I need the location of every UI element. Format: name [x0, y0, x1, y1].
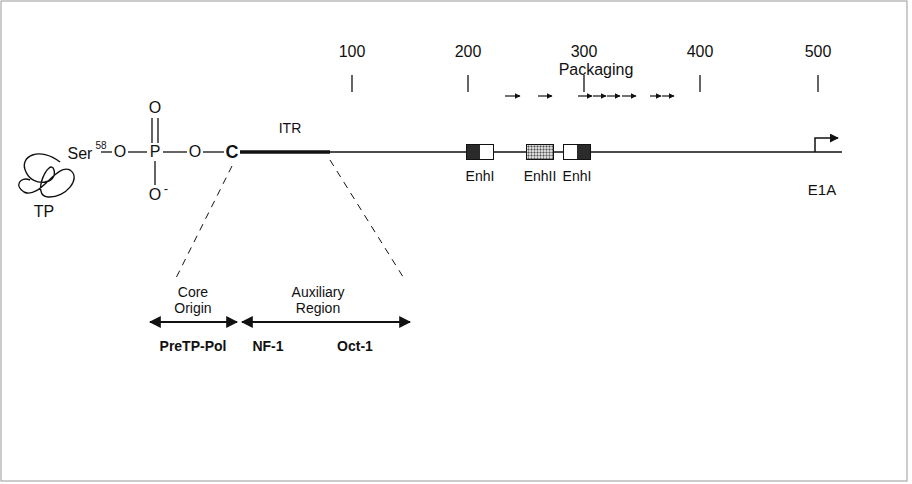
scale-number: 400	[687, 43, 714, 61]
itr-segment	[240, 150, 330, 154]
packaging-arrows	[505, 95, 674, 96]
region-label: Core Origin	[165, 284, 221, 316]
region-label: Packaging	[559, 61, 634, 79]
enhancer-box: EnhII	[522, 144, 559, 184]
enhancer-label: EnhI	[561, 168, 594, 184]
residue-label: Ser	[68, 145, 93, 163]
scale-number: 100	[339, 43, 366, 61]
zoom-lines	[175, 160, 405, 280]
enhancer-box: EnhI	[464, 144, 497, 184]
scale-number: 300	[571, 43, 598, 61]
promoter-arrow	[815, 138, 838, 152]
gene-label: E1A	[808, 181, 836, 198]
atom-label: O	[149, 186, 161, 204]
scale-number: 200	[455, 43, 482, 61]
enhancer-box: EnhI	[561, 144, 594, 184]
enhancer-label: EnhI	[464, 168, 497, 184]
atom-label: P	[150, 143, 161, 161]
region-arrows	[150, 321, 410, 323]
enhancer-element	[466, 144, 494, 160]
enhancer-element	[563, 144, 591, 160]
charge-sign: -	[164, 182, 168, 197]
atom-label: O	[114, 143, 126, 161]
residue-number: 58	[95, 140, 106, 152]
protein-label: TP	[34, 203, 54, 221]
phosphodiester-bonds	[101, 118, 224, 185]
factor-label: Oct-1	[337, 338, 373, 354]
scale-number: 500	[805, 43, 832, 61]
atom-label: O	[149, 99, 161, 117]
region-label: ITR	[279, 120, 302, 136]
terminal-protein	[19, 154, 74, 197]
atom-label: O	[189, 143, 201, 161]
factor-label: PreTP-Pol	[160, 338, 227, 354]
factor-label: NF-1	[252, 338, 283, 354]
enhancer-label: EnhII	[522, 168, 559, 184]
nucleotide-label: C	[226, 142, 239, 163]
region-label: Auxiliary Region	[278, 284, 358, 316]
enhancer-element	[526, 144, 554, 160]
